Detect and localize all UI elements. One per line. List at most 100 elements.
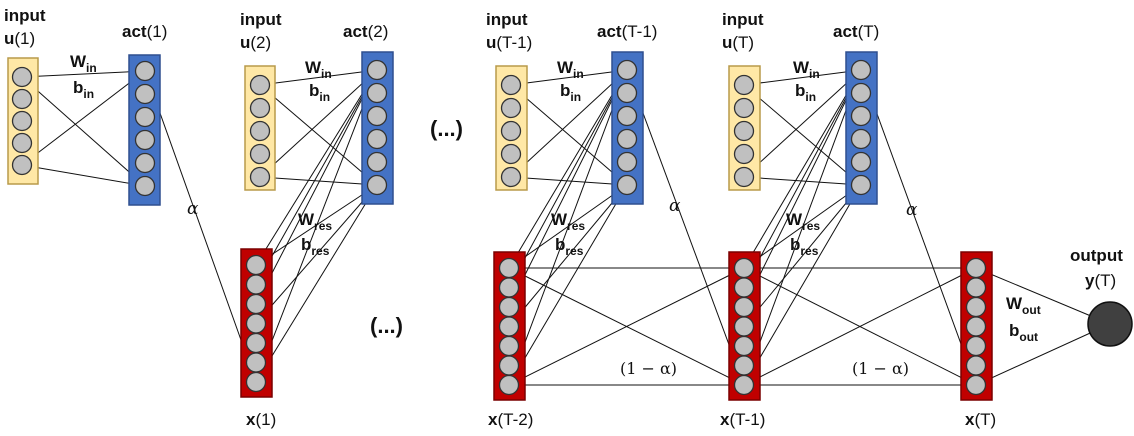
neuron [11, 110, 33, 132]
ellipsis-bottom: (...) [370, 313, 403, 338]
input-label-t: input [722, 10, 764, 29]
neuron [850, 174, 872, 196]
neuron [850, 82, 872, 104]
neuron [498, 296, 520, 318]
input-edge [743, 69, 862, 178]
neuron [616, 105, 638, 127]
b-out-label: bout [1009, 321, 1038, 344]
alpha-label-tm1: α [669, 196, 681, 216]
neuron [965, 277, 987, 298]
neuron [616, 174, 638, 196]
state-label-t: x(T) [965, 410, 996, 429]
neuron [134, 106, 156, 128]
act-label-tm1: act(T-1) [597, 22, 657, 41]
neuron [498, 335, 520, 357]
reservoir-edge [743, 184, 862, 386]
alpha-edge [860, 69, 977, 386]
neuron [498, 257, 520, 279]
input-label-1: input [4, 6, 46, 25]
neuron [249, 97, 271, 119]
input-u-label-tm1: u(T-1) [486, 33, 532, 52]
output-edge [975, 267, 1111, 325]
neuron [249, 120, 271, 142]
reservoir-edge [255, 69, 378, 285]
output-neuron [1087, 301, 1133, 347]
neuron [245, 293, 267, 315]
neuron [134, 152, 156, 174]
neuron-layers [7, 51, 1133, 401]
input-edge [259, 176, 378, 186]
act-label-2: act(2) [343, 22, 388, 41]
neuron [245, 313, 267, 334]
w-in-label-t: Win [793, 58, 820, 81]
neuron [366, 82, 388, 104]
neuron [733, 120, 755, 142]
w-res-label-tm1: Wres [551, 210, 585, 233]
input-u-label-t: u(T) [722, 33, 754, 52]
reservoir-edge [743, 69, 862, 386]
neuron [500, 120, 522, 142]
neuron [965, 296, 987, 318]
neuron [500, 74, 522, 96]
neuron [498, 355, 520, 376]
neuron [366, 128, 388, 150]
output-y-label: y(T) [1085, 271, 1116, 290]
neuron [500, 143, 522, 165]
one-minus-alpha-label-2: (1 − α) [852, 359, 909, 378]
input-edge [510, 69, 628, 86]
input-label-2: input [240, 10, 282, 29]
neuron [733, 143, 755, 165]
neuron [366, 105, 388, 127]
neuron [498, 316, 520, 337]
output-label: output [1070, 246, 1123, 265]
neuron [366, 174, 388, 196]
connection-lines [21, 69, 1111, 386]
w-out-label: Wout [1006, 294, 1041, 317]
neuron [965, 374, 987, 396]
input-edge [21, 70, 146, 166]
neuron [965, 316, 987, 337]
neuron [616, 128, 638, 150]
neuron [965, 355, 987, 376]
reservoir-edge [508, 69, 628, 269]
neuron [965, 335, 987, 357]
b-in-label-t: bin [795, 81, 816, 104]
ellipsis-top: (...) [430, 116, 463, 141]
act-label-1: act(1) [122, 22, 167, 41]
input-label-tm1: input [486, 10, 528, 29]
input-edge [743, 84, 862, 186]
neuron [134, 83, 156, 105]
input-edge [21, 76, 146, 187]
reservoir-edge [743, 69, 862, 308]
neuron [733, 316, 755, 337]
neuron [134, 129, 156, 151]
input-u-label-2: u(2) [240, 33, 271, 52]
neuron [498, 277, 520, 298]
b-in-label-1: bin [73, 78, 94, 101]
output-edge [975, 323, 1111, 386]
neuron [733, 296, 755, 318]
input-edge [510, 69, 628, 178]
neuron [245, 352, 267, 373]
w-in-label-1: Win [70, 52, 97, 75]
neuron [733, 277, 755, 298]
state-label-tm1: x(T-1) [720, 410, 765, 429]
input-edge [259, 69, 378, 178]
reservoir-edge [508, 184, 628, 386]
neuron [134, 175, 156, 197]
neuron [500, 166, 522, 188]
reservoir-edge [508, 69, 628, 288]
input-edge [259, 84, 378, 186]
reservoir-edge [508, 69, 628, 386]
input-edge [743, 69, 862, 86]
neuron [11, 66, 33, 88]
alpha-edge [144, 70, 257, 383]
w-res-label-t: Wres [786, 210, 820, 233]
input-edge [21, 164, 146, 187]
neuron [11, 154, 33, 176]
b-res-label-tm1: bres [555, 235, 584, 258]
reservoir-edge [743, 69, 862, 288]
neuron [11, 88, 33, 110]
neuron [965, 257, 987, 279]
